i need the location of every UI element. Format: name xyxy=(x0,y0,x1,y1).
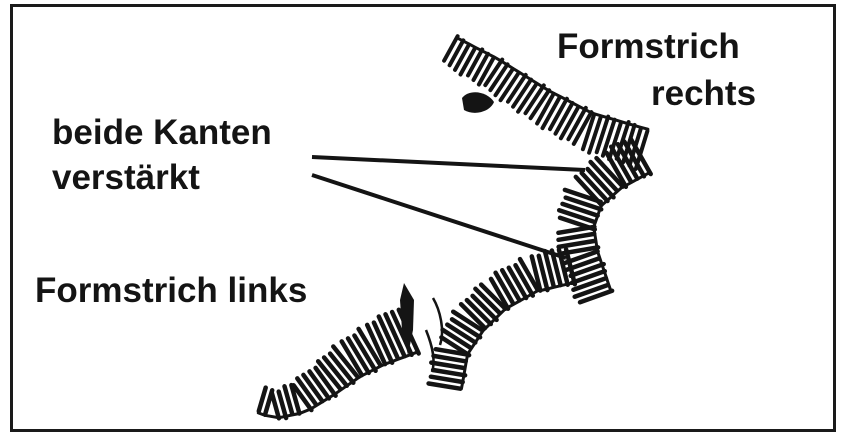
pointer-line-lower xyxy=(312,175,566,258)
hatch-line xyxy=(559,241,595,247)
hatch-line xyxy=(431,377,463,382)
stroke-middle-lower xyxy=(429,249,575,389)
label-formstrich-rechts-line1: Formstrich xyxy=(557,27,740,67)
ink-blot-upper xyxy=(462,92,494,113)
pointer-line-upper xyxy=(312,157,585,170)
hatch-line xyxy=(259,388,266,412)
label-beide-kanten-line2: verstärkt xyxy=(52,158,200,198)
stroke-left-lower xyxy=(258,310,418,419)
hatch-line xyxy=(558,227,594,233)
hatch-line xyxy=(559,234,595,240)
label-formstrich-links: Formstrich links xyxy=(35,271,307,311)
hatch-line xyxy=(490,64,507,90)
label-formstrich-rechts-line2: rechts xyxy=(651,74,756,114)
hatch-line xyxy=(434,356,466,361)
ink-blot-left xyxy=(400,283,414,355)
hatched-brush-strokes xyxy=(258,36,650,418)
label-beide-kanten-line1: beide Kanten xyxy=(52,113,272,153)
thin-tail-marks xyxy=(426,298,442,372)
hatch-line xyxy=(431,363,463,368)
hatch-line xyxy=(433,370,465,375)
hatch-line xyxy=(429,384,461,389)
pointer-lines xyxy=(312,157,585,258)
